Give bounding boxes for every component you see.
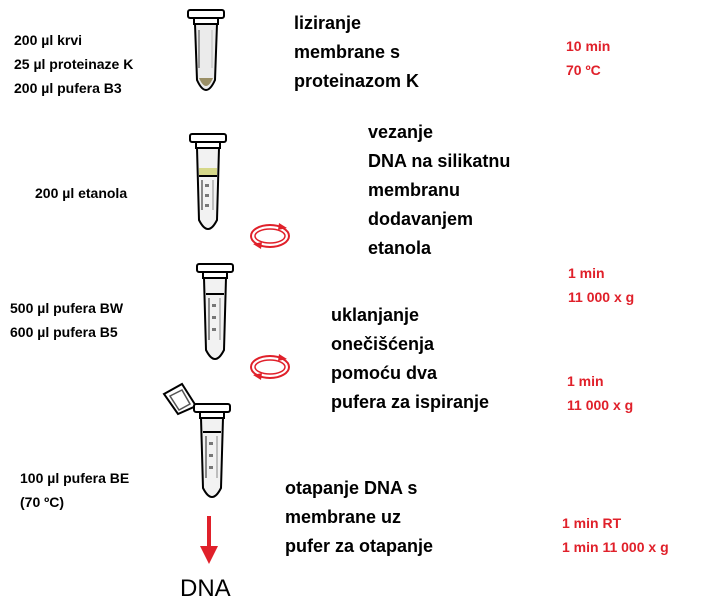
condition: 1 min bbox=[567, 369, 633, 393]
description-line: onečišćenja bbox=[331, 330, 489, 359]
condition: 10 min bbox=[566, 34, 610, 58]
centrifuge-rotation-icon bbox=[247, 221, 293, 251]
description-line: pomoću dva bbox=[331, 359, 489, 388]
reagent: 500 µl pufera BW bbox=[10, 296, 123, 320]
open-tube-icon bbox=[160, 380, 236, 510]
reagent: (70 ºC) bbox=[20, 490, 129, 514]
tube-icon bbox=[195, 262, 235, 372]
step2-reagents: 200 µl etanola bbox=[35, 181, 127, 205]
step4-conditions: 1 min RT 1 min 11 000 x g bbox=[562, 511, 669, 559]
reagent: 200 µl etanola bbox=[35, 181, 127, 205]
condition: 11 000 x g bbox=[567, 393, 633, 417]
description-line: pufera za ispiranje bbox=[331, 388, 489, 417]
step1-reagents: 200 µl krvi 25 µl proteinaze K 200 µl pu… bbox=[14, 28, 133, 100]
step1-conditions: 10 min 70 ºC bbox=[566, 34, 610, 82]
description-line: otapanje DNA s bbox=[285, 474, 433, 503]
reagent: 200 µl krvi bbox=[14, 28, 133, 52]
reagent: 600 µl pufera B5 bbox=[10, 320, 123, 344]
step4-description: otapanje DNA s membrane uz pufer za otap… bbox=[285, 474, 433, 561]
tube-icon bbox=[186, 8, 226, 104]
reagent: 100 µl pufera BE bbox=[20, 466, 129, 490]
step2-description: vezanje DNA na silikatnu membranu dodava… bbox=[368, 118, 510, 263]
description-line: membrane s bbox=[294, 38, 419, 67]
condition: 1 min RT bbox=[562, 511, 669, 535]
step3-conditions: 1 min 11 000 x g bbox=[567, 369, 633, 417]
description-line: uklanjanje bbox=[331, 301, 489, 330]
condition: 1 min bbox=[568, 261, 634, 285]
description-line: proteinazom K bbox=[294, 67, 419, 96]
centrifuge-rotation-icon bbox=[247, 352, 293, 382]
description-line: membranu bbox=[368, 176, 510, 205]
reagent: 25 µl proteinaze K bbox=[14, 52, 133, 76]
dna-product-label: DNA bbox=[180, 575, 231, 603]
step3-description: uklanjanje onečišćenja pomoću dva pufera… bbox=[331, 301, 489, 417]
tube-icon bbox=[188, 132, 228, 242]
description-line: etanola bbox=[368, 234, 510, 263]
down-arrow-icon bbox=[199, 516, 219, 566]
description-line: dodavanjem bbox=[368, 205, 510, 234]
step3-reagents: 500 µl pufera BW 600 µl pufera B5 bbox=[10, 296, 123, 344]
condition: 11 000 x g bbox=[568, 285, 634, 309]
description-line: membrane uz bbox=[285, 503, 433, 532]
description-line: vezanje bbox=[368, 118, 510, 147]
condition: 70 ºC bbox=[566, 58, 610, 82]
condition: 1 min 11 000 x g bbox=[562, 535, 669, 559]
description-line: pufer za otapanje bbox=[285, 532, 433, 561]
step4-reagents: 100 µl pufera BE (70 ºC) bbox=[20, 466, 129, 514]
reagent: 200 µl pufera B3 bbox=[14, 76, 133, 100]
description-line: DNA na silikatnu bbox=[368, 147, 510, 176]
step1-description: liziranje membrane s proteinazom K bbox=[294, 9, 419, 96]
step2-conditions: 1 min 11 000 x g bbox=[568, 261, 634, 309]
description-line: liziranje bbox=[294, 9, 419, 38]
